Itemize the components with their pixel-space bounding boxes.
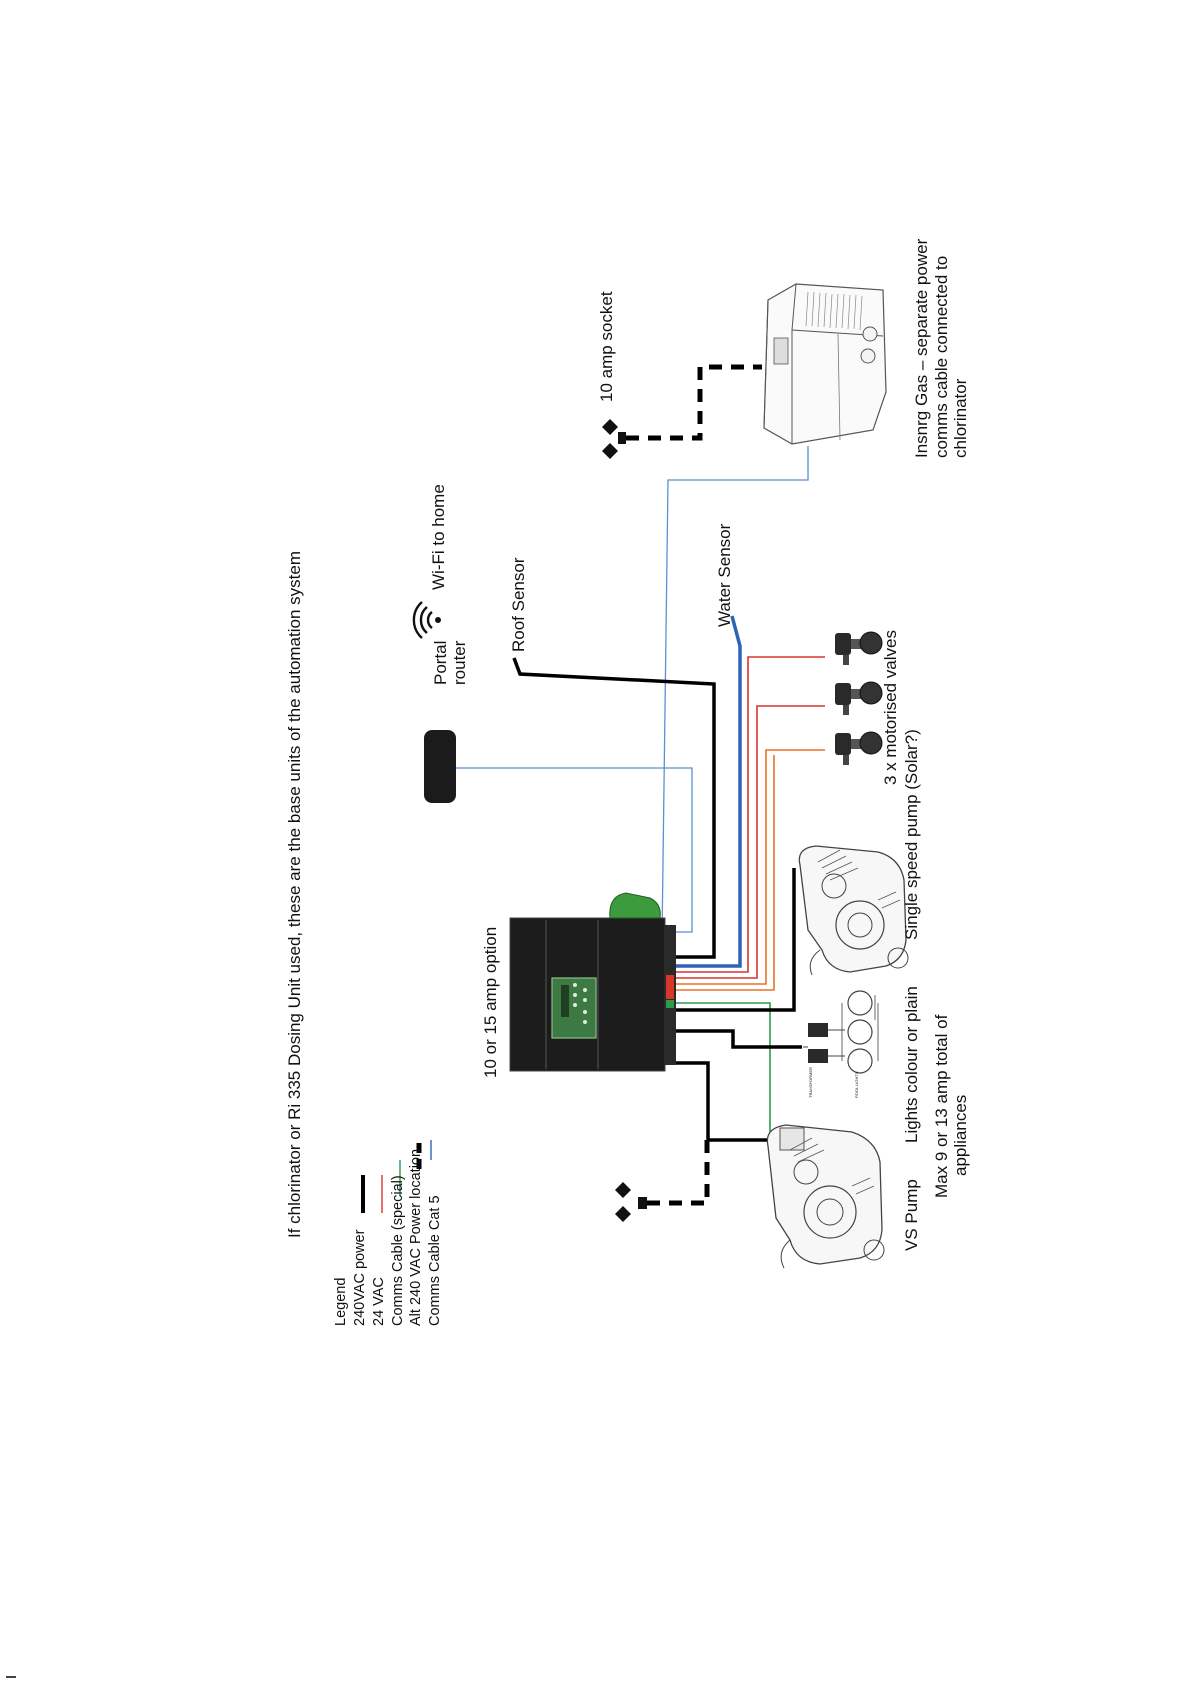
- router-label-line2: router: [450, 640, 469, 685]
- light-icon: TRANSFORMER POOL LIGHTS: [803, 990, 879, 1098]
- vs-pump-label: VS Pump: [902, 1179, 921, 1251]
- water-sensor-wire: [672, 615, 742, 968]
- lights-label-line3: appliances: [951, 1095, 970, 1176]
- alt-power-gas-wire: [626, 364, 762, 441]
- valve-wire-2: [672, 705, 825, 979]
- water-sensor-label: Water Sensor: [715, 523, 734, 627]
- power-lights-wire: [670, 1029, 802, 1049]
- roof-sensor-label: Roof Sensor: [509, 557, 528, 652]
- alt-power-vs-wire: [646, 1140, 710, 1206]
- valves-label: 3 x motorised valves: [881, 630, 900, 785]
- motorised-valve-icon: [835, 631, 883, 665]
- page-corner-mark: [6, 1676, 16, 1678]
- cat5-router-wire: [452, 767, 693, 933]
- roof-sensor-wire: [512, 657, 716, 959]
- motorised-valve-icon: [835, 681, 883, 715]
- router-label-line1: Portal: [431, 641, 450, 685]
- wifi-label: Wi-Fi to home: [429, 484, 448, 590]
- legend-label-comms-special: Comms Cable (special): [390, 1175, 406, 1326]
- gas-label-line3: chlorinator: [951, 378, 970, 458]
- svg-text:POOL LIGHTS: POOL LIGHTS: [854, 1071, 859, 1098]
- cat5-gas-wire: [661, 446, 809, 939]
- power-plug-icon: [602, 419, 626, 459]
- lights-label-line1: Lights colour or plain: [902, 986, 921, 1143]
- pump-icon: [766, 1124, 885, 1269]
- wifi-icon: [412, 601, 441, 639]
- power-vs-pump-wire: [670, 1061, 773, 1142]
- power-single-pump-wire: [670, 868, 796, 1012]
- legend-label-cat5: Comms Cable Cat 5: [427, 1195, 443, 1326]
- solar-pump-label: Single speed pump (Solar?): [902, 729, 921, 940]
- socket-label: 10 amp socket: [597, 291, 616, 402]
- diagram-title: If chlorinator or Ri 335 Dosing Unit use…: [285, 551, 304, 1238]
- power-plug-icon: [615, 1182, 647, 1222]
- gas-heater-icon: [763, 283, 887, 445]
- comms-special-wire: [672, 1002, 771, 1145]
- pump-icon: [798, 845, 909, 976]
- gas-label-line2: comms cable connected to: [932, 256, 951, 458]
- legend-label-24vac: 24 VAC: [371, 1277, 387, 1326]
- controller-label: 10 or 15 amp option: [481, 927, 500, 1078]
- legend: Legend 240VAC power 24 VAC Comms Cable (…: [333, 1140, 443, 1326]
- lights-label-line2: Max 9 or 13 amp total of: [932, 1014, 951, 1198]
- legend-heading: Legend: [333, 1278, 349, 1326]
- valve-wire-1: [672, 656, 825, 973]
- svg-text:TRANSFORMER: TRANSFORMER: [808, 1067, 813, 1098]
- controller-icon: [509, 892, 676, 1072]
- legend-label-alt-power: Alt 240 VAC Power location: [408, 1149, 424, 1326]
- valve-wire-3: [672, 749, 825, 985]
- gas-label-line1: Insnrg Gas – separate power: [912, 238, 931, 458]
- valve-wire-4: [672, 755, 775, 991]
- wires: [452, 364, 825, 1206]
- motorised-valve-icon: [835, 731, 883, 765]
- legend-label-power: 240VAC power: [352, 1229, 368, 1326]
- router-icon: [424, 730, 456, 803]
